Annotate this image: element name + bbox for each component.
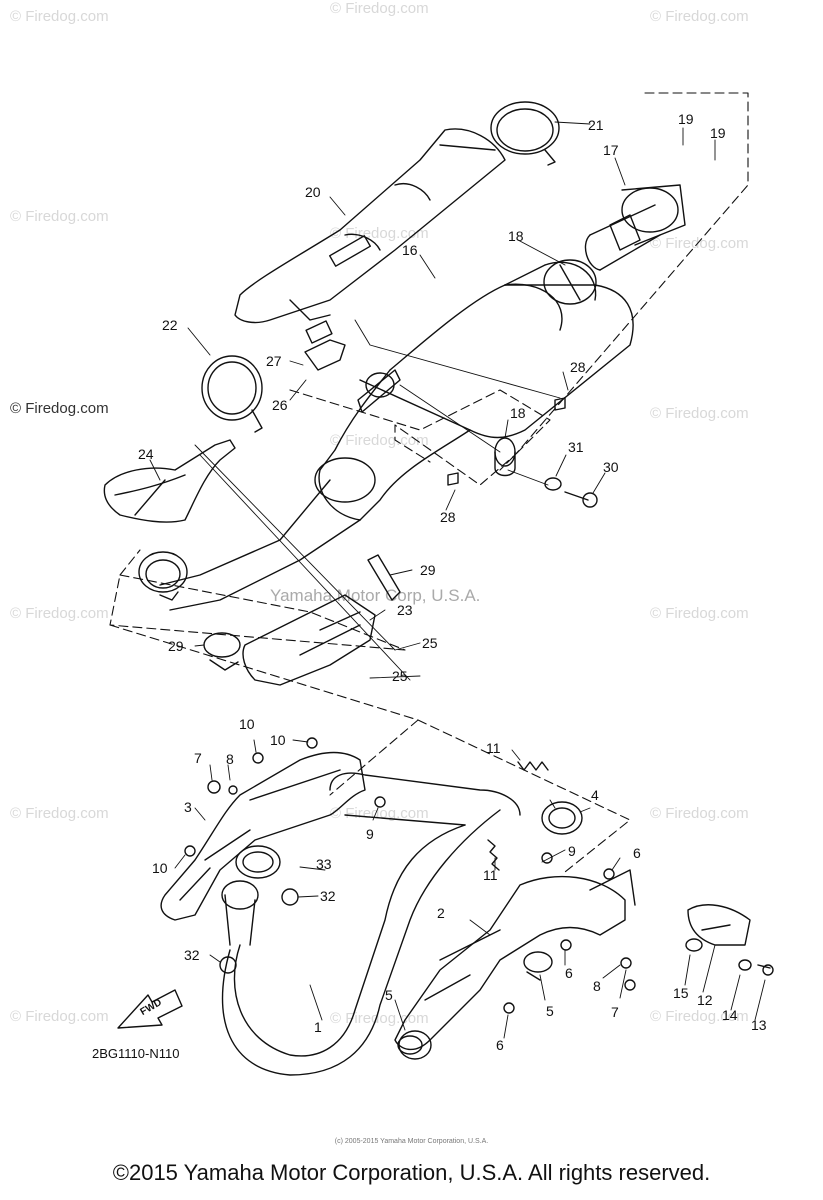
callout-33: 33 bbox=[316, 856, 332, 872]
watermark: © Firedog.com bbox=[330, 225, 429, 242]
callout-15: 15 bbox=[673, 985, 689, 1001]
callout-13: 13 bbox=[751, 1017, 767, 1033]
fwd-arrow-icon bbox=[117, 989, 183, 1029]
callout-1: 1 bbox=[314, 1019, 322, 1035]
band-clamp-upper bbox=[490, 101, 560, 166]
callout-7: 7 bbox=[194, 750, 202, 766]
callout-6: 6 bbox=[565, 965, 573, 981]
springs bbox=[487, 761, 549, 871]
muffler-guard bbox=[234, 128, 506, 324]
copyright-small: (c) 2005-2015 Yamaha Motor Corporation, … bbox=[334, 1138, 489, 1145]
watermark: © Firedog.com bbox=[10, 805, 109, 822]
callout-9: 9 bbox=[366, 826, 374, 842]
callout-32: 32 bbox=[184, 947, 200, 963]
gasket bbox=[541, 801, 583, 835]
diagram-code: 2BG1110-N110 bbox=[92, 1046, 180, 1061]
callout-9: 9 bbox=[568, 843, 576, 859]
callout-4: 4 bbox=[591, 787, 599, 803]
callout-18: 18 bbox=[508, 228, 524, 244]
callout-28: 28 bbox=[570, 359, 586, 375]
callout-24: 24 bbox=[138, 446, 154, 462]
callout-5: 5 bbox=[385, 987, 393, 1003]
watermark: © Firedog.com bbox=[10, 8, 109, 25]
callout-29: 29 bbox=[168, 638, 184, 654]
end-cap bbox=[543, 184, 686, 305]
small-guard bbox=[685, 904, 771, 971]
nuts-bolts bbox=[184, 737, 774, 1014]
watermark: © Firedog.com bbox=[650, 8, 749, 25]
copyright-footer: ©2015 Yamaha Motor Corporation, U.S.A. A… bbox=[112, 1160, 711, 1185]
heat-guard-24 bbox=[103, 439, 236, 523]
callout-10: 10 bbox=[239, 716, 255, 732]
callout-leaders bbox=[149, 121, 766, 1039]
watermark-center: Yamaha Motor Corp, U.S.A. bbox=[270, 586, 481, 605]
watermark: © Firedog.com bbox=[10, 605, 109, 622]
callout-8: 8 bbox=[593, 978, 601, 994]
callout-22: 22 bbox=[162, 317, 178, 333]
callout-29: 29 bbox=[420, 562, 436, 578]
callout-7: 7 bbox=[611, 1004, 619, 1020]
clamps-5 bbox=[397, 951, 553, 1055]
callout-10: 10 bbox=[152, 860, 168, 876]
muffler-assembly-outline bbox=[109, 92, 749, 873]
callout-23: 23 bbox=[397, 602, 413, 618]
callout-20: 18 bbox=[510, 405, 526, 421]
callout-8: 8 bbox=[226, 751, 234, 767]
callout-22: 21 bbox=[588, 117, 604, 133]
bracket-26-27 bbox=[304, 320, 346, 371]
watermark: © Firedog.com bbox=[650, 235, 749, 252]
callout-11: 11 bbox=[483, 867, 498, 883]
pipe-guard bbox=[160, 751, 366, 921]
callout-31: 31 bbox=[568, 439, 584, 455]
callout-6: 6 bbox=[496, 1037, 504, 1053]
watermark: © Firedog.com bbox=[330, 0, 429, 17]
callout-16: 16 bbox=[402, 242, 418, 258]
band-clamp-left bbox=[201, 355, 263, 433]
callout-30: 30 bbox=[603, 459, 619, 475]
callout-19: 19 bbox=[710, 125, 726, 141]
callout-2: 2 bbox=[437, 905, 445, 921]
watermark: © Firedog.com bbox=[330, 432, 429, 449]
callout-25: 25 bbox=[422, 635, 438, 651]
callout-5: 5 bbox=[546, 1003, 554, 1019]
leader-lines bbox=[194, 319, 561, 681]
callout-3: 3 bbox=[184, 799, 192, 815]
callout-11: 11 bbox=[486, 740, 501, 756]
callout-17: 17 bbox=[603, 142, 619, 158]
secondary-pipe bbox=[394, 869, 636, 1060]
inlet-pipe bbox=[138, 551, 188, 601]
watermark: © Firedog.com bbox=[650, 1008, 749, 1025]
callout-32: 32 bbox=[320, 888, 336, 904]
callout-19: 19 bbox=[678, 111, 694, 127]
muffler-body bbox=[159, 261, 634, 611]
callout-6: 6 bbox=[633, 845, 641, 861]
callout-26: 26 bbox=[272, 397, 288, 413]
watermark: © Firedog.com bbox=[650, 805, 749, 822]
watermark: © Firedog.com bbox=[650, 405, 749, 422]
callout-12: 12 bbox=[697, 992, 713, 1008]
watermark-main: © Firedog.com bbox=[10, 400, 109, 417]
callout-28: 28 bbox=[440, 509, 456, 525]
watermark: © Firedog.com bbox=[10, 208, 109, 225]
callout-27: 27 bbox=[266, 353, 282, 369]
watermark: © Firedog.com bbox=[650, 605, 749, 622]
callout-10: 10 bbox=[270, 732, 286, 748]
callout-14: 14 bbox=[722, 1007, 738, 1023]
callout-25: 25 bbox=[392, 668, 408, 684]
heat-guard-23 bbox=[242, 594, 376, 686]
watermark: © Firedog.com bbox=[10, 1008, 109, 1025]
exhaust-pipe bbox=[221, 772, 521, 1076]
callout-21: 20 bbox=[305, 184, 321, 200]
watermark: © Firedog.com bbox=[330, 805, 429, 822]
